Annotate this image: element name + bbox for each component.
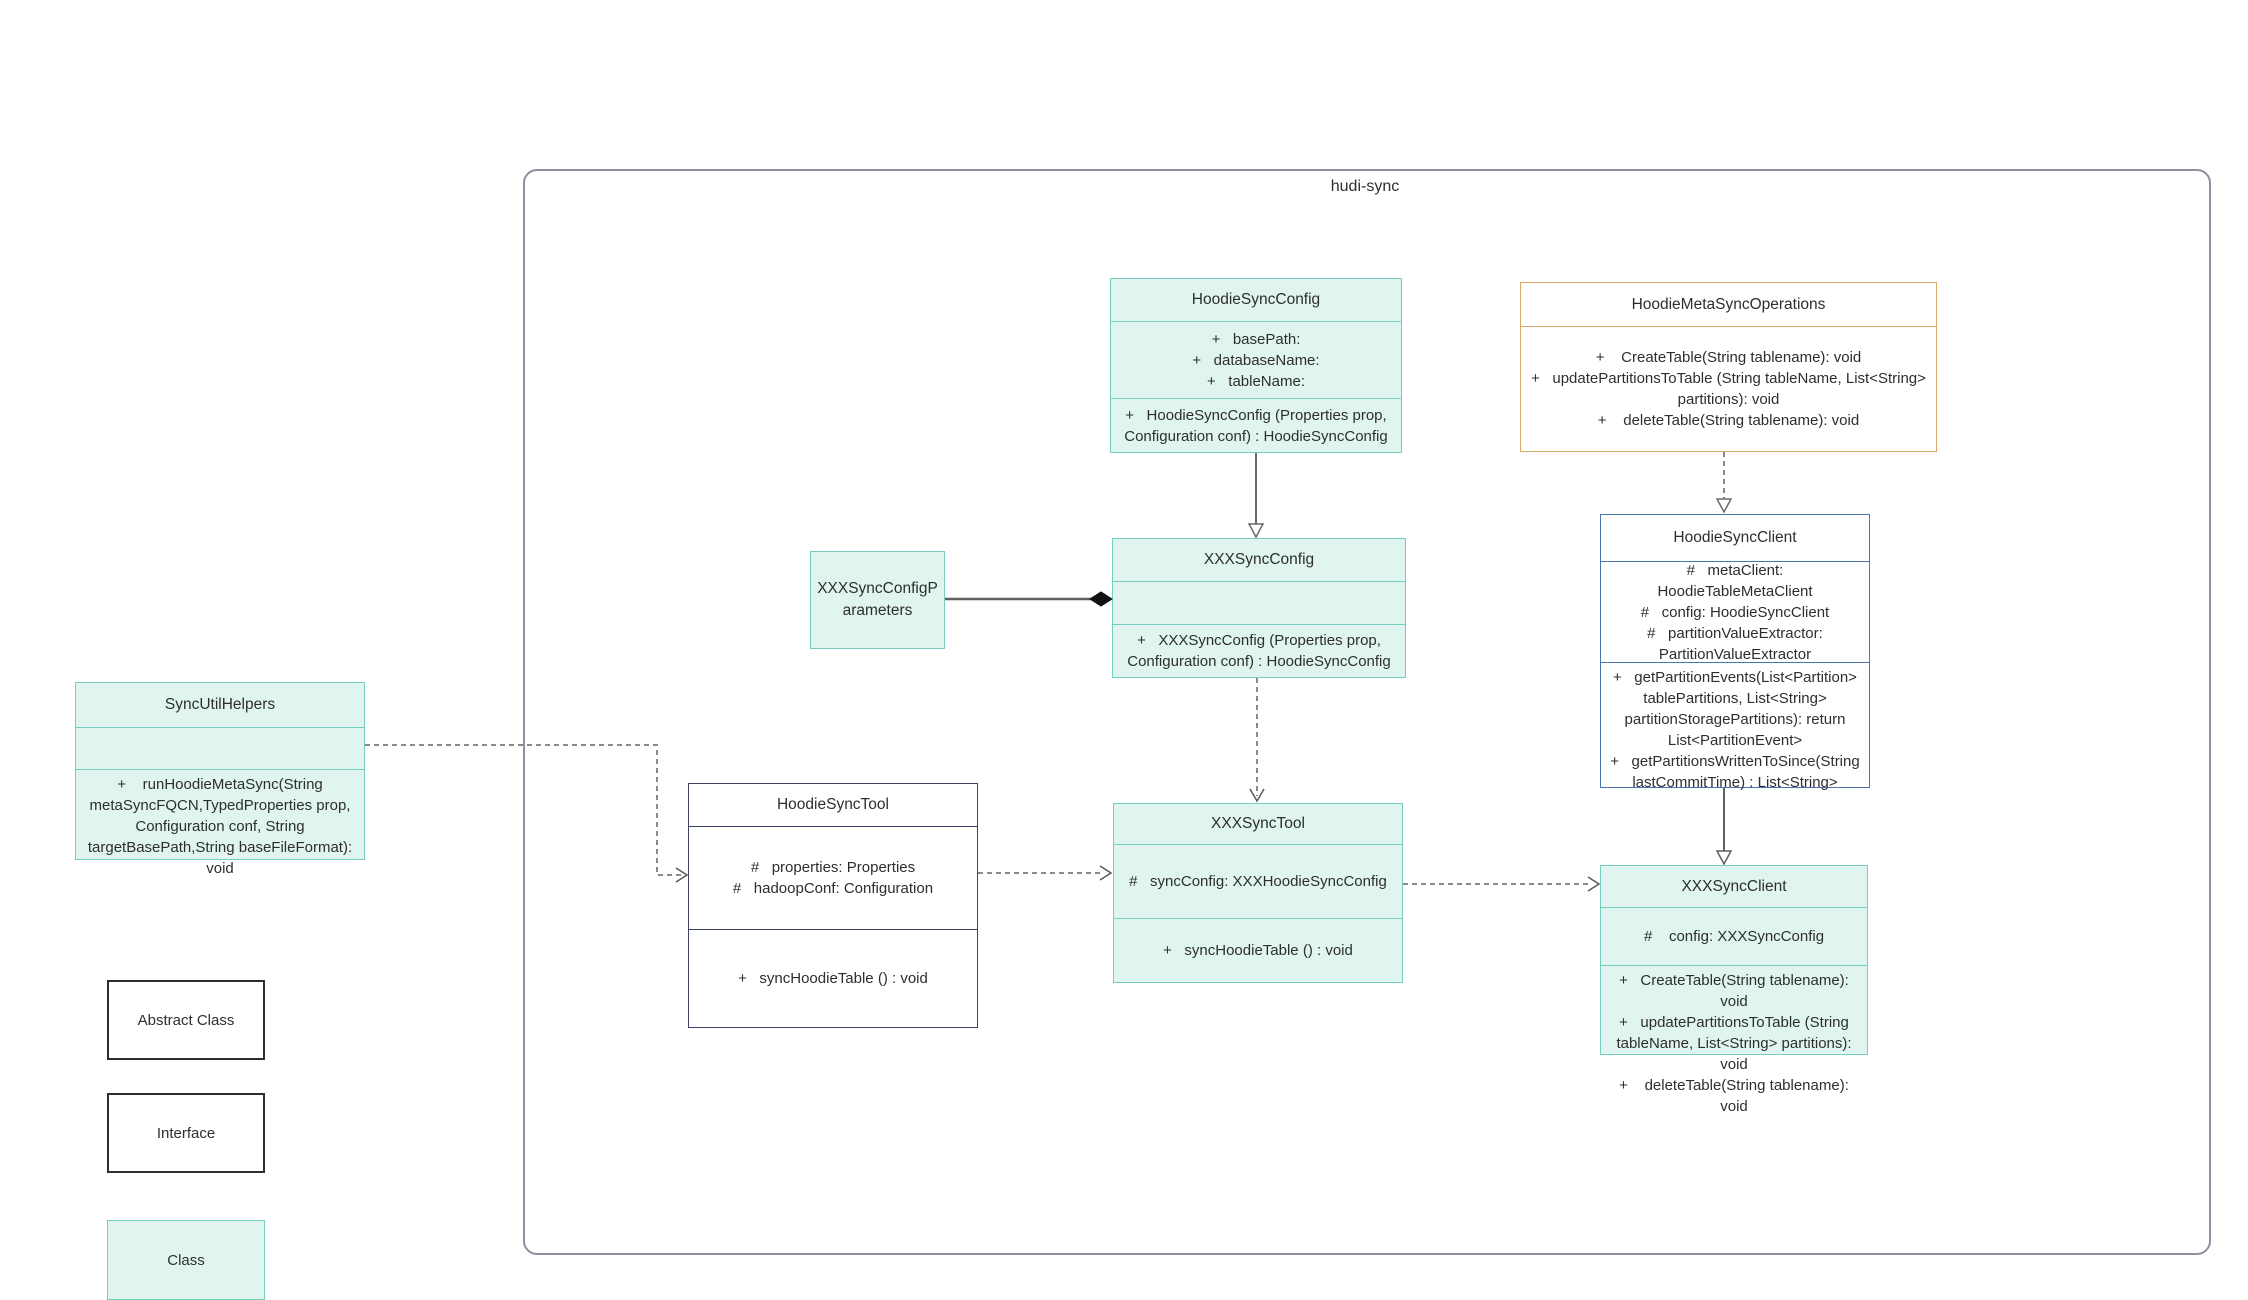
legend-interface: Interface (107, 1093, 265, 1173)
uml-attribute: # config: XXXSyncConfig (1643, 928, 1825, 945)
class-box-hoodie-sync-config: HoodieSyncConfig + basePath: + databaseN… (1110, 278, 1402, 453)
uml-method: + updatePartitionsToTable (String tableN… (1531, 370, 1931, 408)
uml-method: + HoodieSyncConfig (Properties prop, Con… (1124, 406, 1391, 445)
methods-compartment: + getPartitionEvents(List<Partition> tab… (1601, 662, 1869, 797)
uml-attribute: # config: HoodieSyncClient (1640, 603, 1830, 621)
methods-compartment: + runHoodieMetaSync(String metaSyncFQCN,… (76, 769, 364, 883)
legend-class-label: Class (167, 1251, 205, 1269)
uml-attribute: # partitionValueExtractor: PartitionValu… (1647, 624, 1827, 663)
uml-attribute: + databaseName: (1192, 351, 1320, 369)
methods-compartment: + syncHoodieTable () : void (689, 929, 977, 1027)
class-title: XXXSyncConfigParameters (817, 580, 938, 619)
attributes-compartment: # metaClient: HoodieTableMetaClient # co… (1601, 561, 1869, 663)
uml-attribute: + basePath: (1211, 330, 1301, 348)
hudi-sync-container (523, 169, 2211, 1255)
class-title: HoodieSyncTool (776, 796, 889, 814)
class-box-hoodie-sync-client: HoodieSyncClient # metaClient: HoodieTab… (1600, 514, 1870, 791)
legend-abstract-class: Abstract Class (107, 980, 265, 1060)
methods-compartment: + XXXSyncConfig (Properties prop, Config… (1113, 624, 1405, 677)
attributes-compartment: # syncConfig: XXXHoodieSyncConfig (1114, 844, 1402, 918)
generalization-arrow-hoodiesyncclient-to-xxxsyncclient (1715, 788, 1733, 866)
class-box-xxx-sync-client: XXXSyncClient # config: XXXSyncConfig + … (1600, 865, 1868, 1115)
class-title: XXXSyncClient (1681, 877, 1787, 895)
methods-compartment: + syncHoodieTable () : void (1114, 918, 1402, 982)
uml-method: + syncHoodieTable () : void (1163, 942, 1353, 959)
methods-compartment: + HoodieSyncConfig (Properties prop, Con… (1111, 398, 1401, 452)
class-title: XXXSyncConfig (1203, 551, 1315, 569)
class-box-xxx-sync-config-parameters: XXXSyncConfigParameters (810, 551, 945, 649)
dependency-arrow-hoodiesynctool-to-xxxsynctool (978, 865, 1113, 881)
composition-link-xxxsyncconfigparameters-to-xxxsyncconfig (945, 591, 1113, 607)
uml-method: + getPartitionEvents(List<Partition> tab… (1613, 669, 1862, 749)
uml-method: + updatePartitionsToTable (String tableN… (1616, 1014, 1856, 1073)
attributes-compartment-empty (76, 727, 364, 769)
class-title: HoodieSyncClient (1673, 529, 1797, 547)
generalization-arrow-hoodiesyncconfig-to-xxxsyncconfig (1247, 453, 1265, 539)
uml-method: + XXXSyncConfig (Properties prop, Config… (1127, 632, 1391, 670)
uml-attribute: + tableName: (1207, 372, 1305, 390)
uml-method: + deleteTable(String tablename): void (1597, 412, 1860, 429)
attributes-compartment: + basePath: + databaseName: + tableName: (1111, 321, 1401, 398)
class-box-xxx-sync-tool: XXXSyncTool # syncConfig: XXXHoodieSyncC… (1113, 803, 1403, 983)
realization-arrow-hoodiemetasyncoperations-to-hoodiesyncclient (1715, 452, 1733, 514)
methods-compartment: + CreateTable(String tablename): void + … (1601, 965, 1867, 1121)
class-box-hoodie-sync-tool: HoodieSyncTool # properties: Properties … (688, 783, 978, 1028)
uml-attribute: # hadoopConf: Configuration (732, 880, 934, 897)
methods-compartment: + CreateTable(String tablename): void + … (1521, 326, 1936, 451)
attributes-compartment-empty (1113, 581, 1405, 624)
dependency-arrow-xxxsyncconfig-to-xxxsynctool (1249, 678, 1265, 803)
uml-attribute: # metaClient: HoodieTableMetaClient (1657, 561, 1813, 600)
uml-method: + getPartitionsWrittenToSince(String las… (1610, 753, 1864, 791)
uml-method: + runHoodieMetaSync(String metaSyncFQCN,… (87, 776, 357, 877)
legend-interface-label: Interface (156, 1124, 216, 1142)
dependency-arrow-xxxsynctool-to-xxxsyncclient (1403, 876, 1601, 892)
class-box-sync-util-helpers: SyncUtilHelpers + runHoodieMetaSync(Stri… (75, 682, 365, 877)
class-title: HoodieMetaSyncOperations (1631, 295, 1826, 313)
uml-method: + CreateTable(String tablename): void (1619, 972, 1854, 1010)
legend-class: Class (107, 1220, 265, 1300)
class-box-xxx-sync-config: XXXSyncConfig + XXXSyncConfig (Propertie… (1112, 538, 1406, 678)
class-title: HoodieSyncConfig (1191, 291, 1321, 309)
legend-abstract-class-label: Abstract Class (137, 1011, 235, 1029)
uml-method: + CreateTable(String tablename): void (1595, 349, 1862, 366)
uml-attribute: # properties: Properties (750, 859, 916, 876)
uml-method: + deleteTable(String tablename): void (1619, 1077, 1854, 1115)
uml-method: + syncHoodieTable () : void (738, 970, 928, 987)
class-box-hoodie-meta-sync-operations: HoodieMetaSyncOperations + CreateTable(S… (1520, 282, 1937, 452)
attributes-compartment: # properties: Properties # hadoopConf: C… (689, 826, 977, 929)
uml-attribute: # syncConfig: XXXHoodieSyncConfig (1129, 873, 1387, 890)
hudi-sync-container-label: hudi-sync (1330, 178, 1400, 195)
attributes-compartment: # config: XXXSyncConfig (1601, 907, 1867, 965)
class-title: SyncUtilHelpers (164, 696, 276, 714)
dependency-arrow-syncutilhelpers-to-hoodiesynctool (365, 744, 689, 883)
class-title: XXXSyncTool (1211, 815, 1305, 833)
